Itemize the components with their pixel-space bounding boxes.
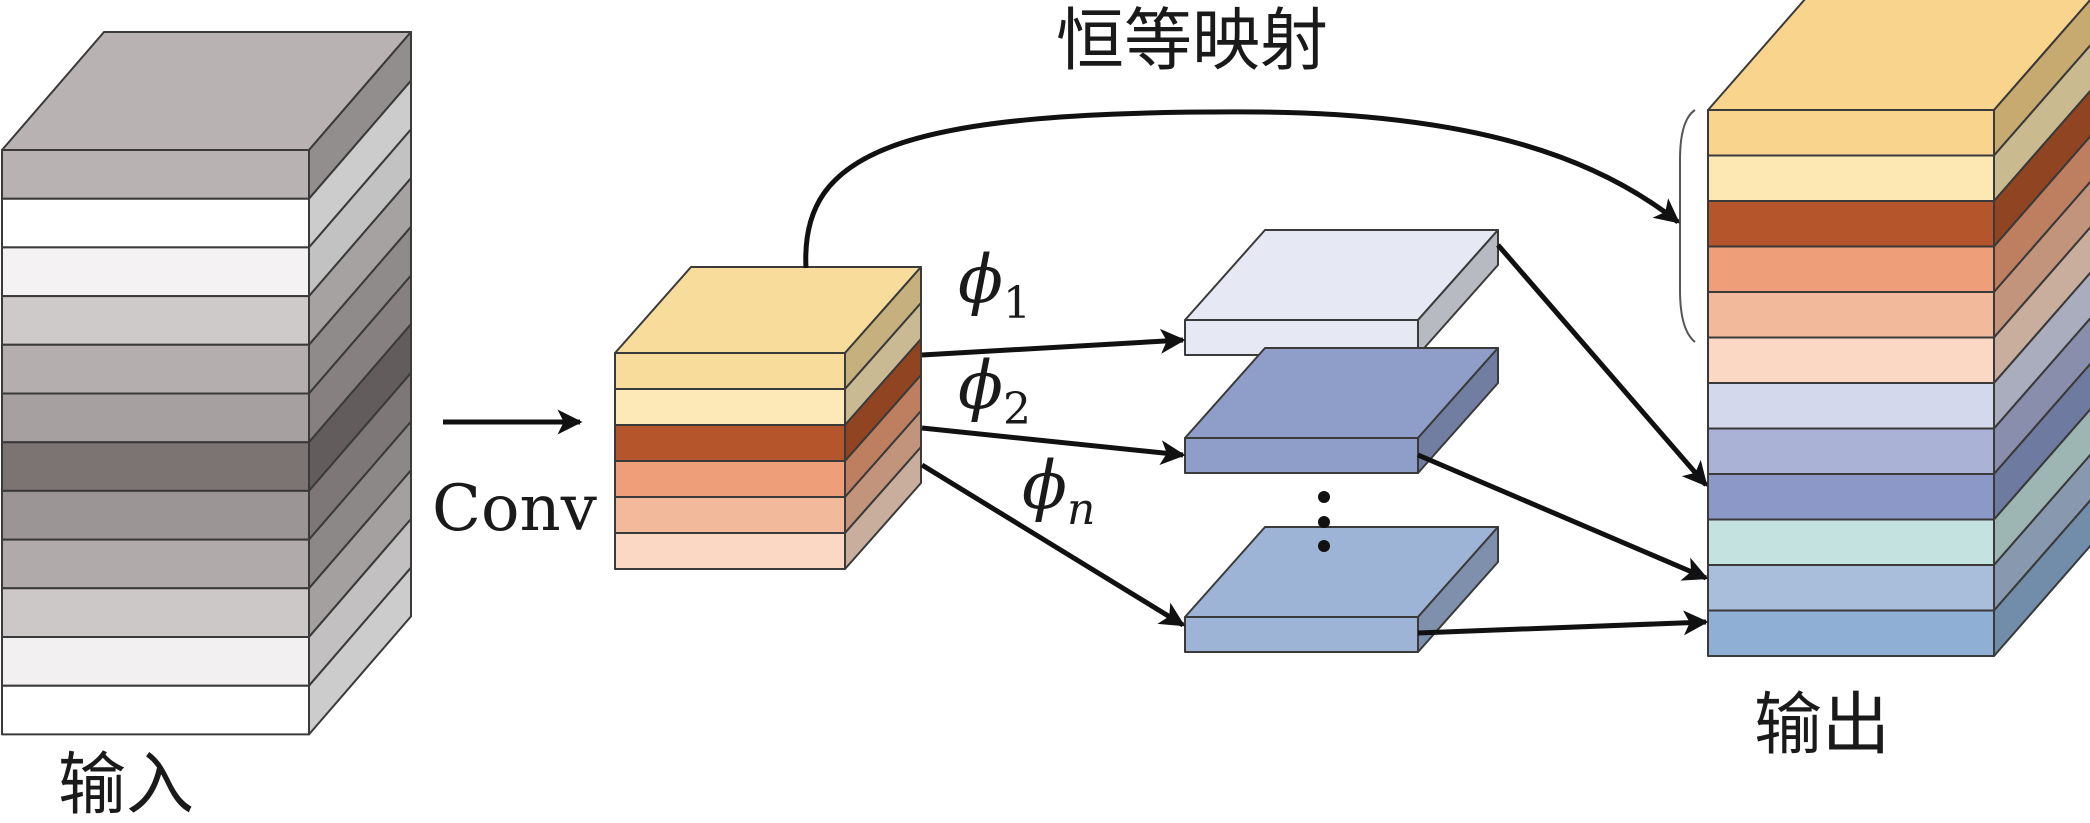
output-layer-side [1993,44,2090,202]
output-layer-side [1993,180,2090,339]
phin-label: ϕn [1022,447,1095,535]
arrow-phin [920,462,1186,628]
output-layer-front [1707,564,1995,612]
input-layer-front [1,538,310,590]
identity-mapping-label: 恒等映射 [1056,2,1328,81]
output-layer-side [1993,271,2090,430]
input-layer-front [1,392,310,444]
output-layer-front [1707,109,1995,157]
output-layer-front [1707,154,1995,202]
feature-maps [1184,229,1499,653]
output-layer-side [1993,0,2090,157]
input-layer-front [1,587,310,638]
arrow-fm1-to-output [1496,243,1708,487]
output-layer-front [1707,427,1995,475]
conv-layer-front [614,532,846,570]
conv-stack [614,266,922,570]
input-layer-front [1,246,310,298]
phi1-label: ϕ1 [958,241,1031,329]
feature-map-2-layer-front [1184,437,1419,474]
output-layer-side [1993,135,2090,293]
output-layer-side [1993,408,2090,566]
conv-layer-front [614,496,846,534]
input-layer-side [308,566,412,736]
input-stack [1,31,412,736]
output-layer-front [1707,245,1995,293]
output-layer-front [1707,609,1995,657]
arrow-phi2 [921,425,1186,466]
output-label: 输出 [1754,686,1890,765]
conv-layer-front [614,352,846,390]
feature-map-1-layer-side [1417,229,1499,356]
conv-layer-side [844,446,922,570]
input-layer-front [1,197,310,249]
output-bracket [1679,109,1696,343]
output-layer-side [1993,89,2090,248]
input-layer-front [1,684,310,736]
input-layer-front [1,295,310,346]
conv-layer-front [614,460,846,498]
phi2-label: ϕ2 [958,347,1031,435]
output-layer-side [1993,226,2090,384]
arrow-identity-mapping [803,109,1680,269]
input-layer-front [1,489,310,541]
output-layer-front [1707,473,1995,521]
feature-map-n-layer-front [1184,616,1419,653]
output-layer-front [1707,336,1995,384]
output-layer-front [1707,518,1995,566]
output-layer-front [1707,382,1995,430]
input-layer-front [1,636,310,687]
output-layer-front [1707,200,1995,248]
input-layer-front [1,149,310,200]
output-layer-front [1707,291,1995,339]
conv-layer-front [614,424,846,462]
input-layer-front [1,441,310,492]
output-layer-side [1993,317,2090,475]
ellipsis-dot [1318,540,1330,552]
feature-map-2-layer-side [1417,347,1499,474]
feature-map-n-layer-side [1417,526,1499,653]
output-layer-side [1993,499,2090,657]
input-layer-front [1,343,310,395]
ellipsis-dot [1318,516,1330,528]
arrow-fmn-to-output [1417,610,1709,636]
arrow-fm2-to-output [1417,452,1709,581]
input-label: 输入 [58,746,194,823]
output-layer-side [1993,453,2090,612]
conv-label: Conv [432,472,597,546]
arrow-phi1 [921,328,1186,358]
output-layer-side [1993,362,2090,521]
output-stack [1707,0,2090,657]
conv-layer-front [614,388,846,426]
ellipsis-dot [1318,491,1330,503]
